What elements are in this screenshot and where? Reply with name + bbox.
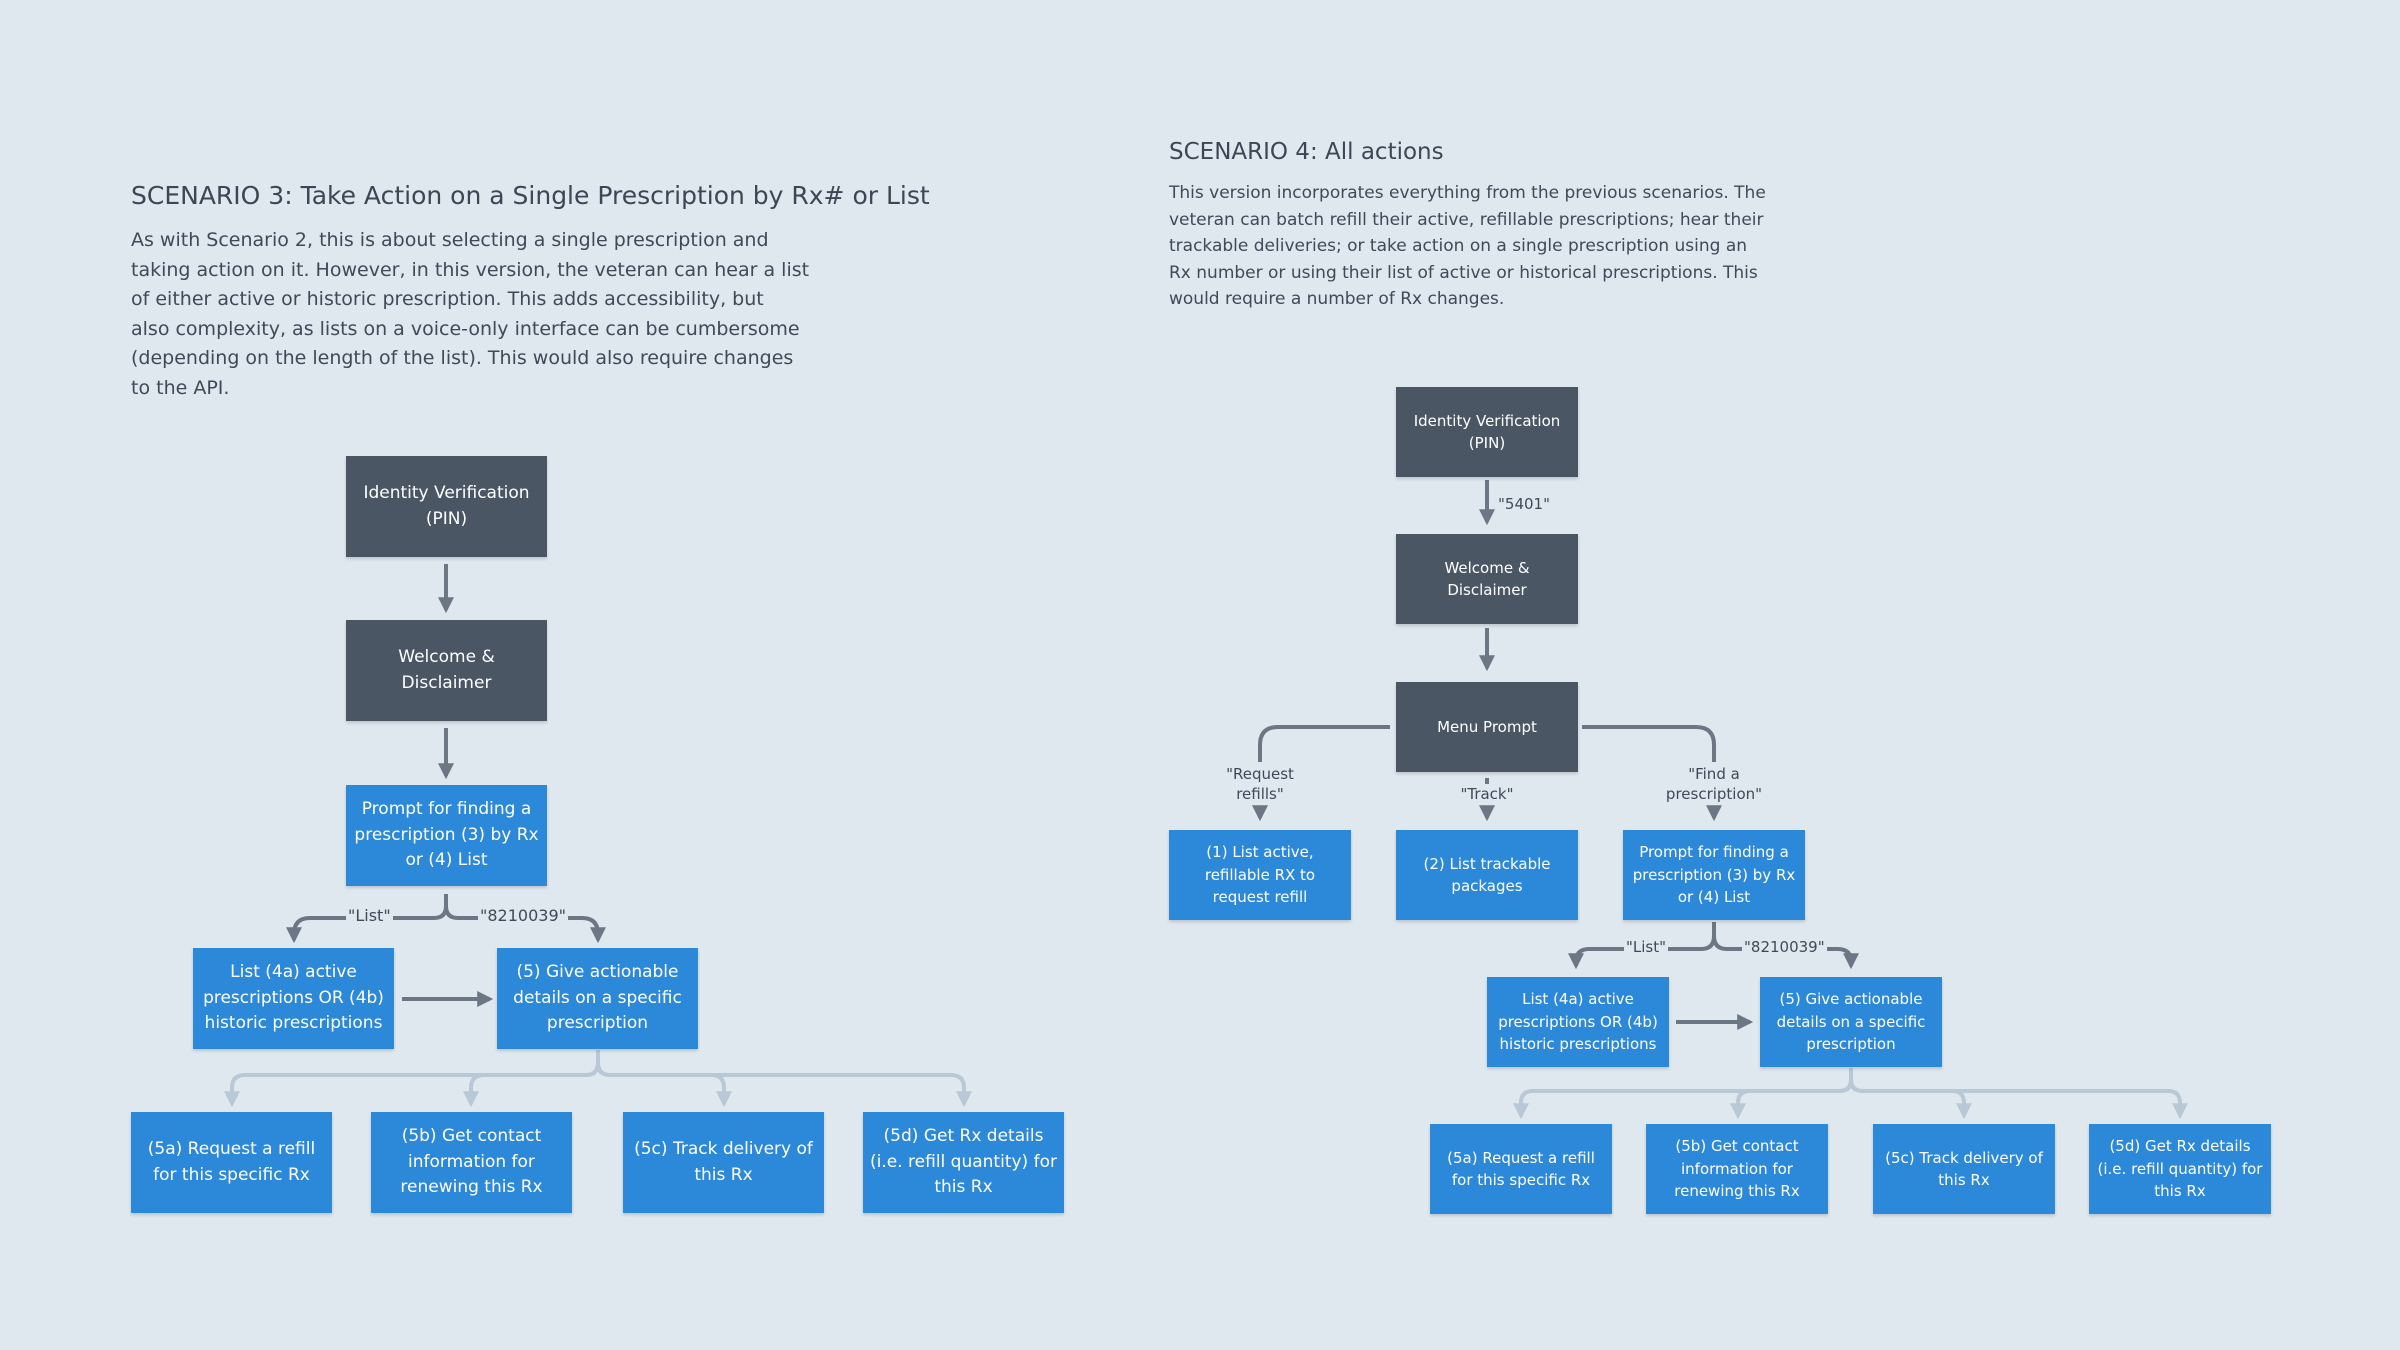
s3-track-node: (5c) Track delivery of this Rx <box>623 1112 824 1213</box>
s4-list-label: "List" <box>1624 937 1669 958</box>
s4-prompt-node: Prompt for finding a prescription (3) by… <box>1623 830 1805 920</box>
s4-track-node: (5c) Track delivery of this Rx <box>1873 1124 2055 1214</box>
s4-refill-node: (5a) Request a refill for this specific … <box>1430 1124 1612 1214</box>
scenario3-title: SCENARIO 3: Take Action on a Single Pres… <box>131 181 930 210</box>
s4-track-label: "Track" <box>1457 784 1517 805</box>
s4-details-rx-node: (5d) Get Rx details (i.e. refill quantit… <box>2089 1124 2271 1214</box>
s4-pin-label: "5401" <box>1496 494 1552 515</box>
s3-details-rx-node: (5d) Get Rx details (i.e. refill quantit… <box>863 1112 1064 1213</box>
s4-refill-list-node: (1) List active, refillable RX to reques… <box>1169 830 1351 920</box>
s4-identity-verification-node: Identity Verification (PIN) <box>1396 387 1578 477</box>
s4-details-node: (5) Give actionable details on a specifi… <box>1760 977 1942 1067</box>
s4-welcome-node: Welcome & Disclaimer <box>1396 534 1578 624</box>
s3-welcome-node: Welcome & Disclaimer <box>346 620 547 721</box>
s4-rx-label: "8210039" <box>1742 937 1827 958</box>
s3-refill-node: (5a) Request a refill for this specific … <box>131 1112 332 1213</box>
s4-contact-node: (5b) Get contact information for renewin… <box>1646 1124 1828 1214</box>
s4-menu-prompt-node: Menu Prompt <box>1396 682 1578 772</box>
s3-prompt-node: Prompt for finding a prescription (3) by… <box>346 785 547 886</box>
s3-details-node: (5) Give actionable details on a specifi… <box>497 948 698 1049</box>
s4-request-refills-label: "Request refills" <box>1220 764 1300 805</box>
s3-list-label: "List" <box>346 905 393 927</box>
s3-rx-label: "8210039" <box>478 905 568 927</box>
scenario4-description: This version incorporates everything fro… <box>1169 183 1766 309</box>
s4-trackable-packages-node: (2) List trackable packages <box>1396 830 1578 920</box>
s3-contact-node: (5b) Get contact information for renewin… <box>371 1112 572 1213</box>
s3-identity-verification-node: Identity Verification (PIN) <box>346 456 547 557</box>
scenario3-light-connectors <box>224 1050 972 1108</box>
scenario3-description: As with Scenario 2, this is about select… <box>131 229 810 399</box>
s4-list-node: List (4a) active prescriptions OR (4b) h… <box>1487 977 1669 1067</box>
s4-find-prescription-label: "Find a prescription" <box>1664 764 1764 805</box>
scenario4-title: SCENARIO 4: All actions <box>1169 139 1444 165</box>
scenario4-light-connectors <box>1513 1068 2188 1120</box>
s3-list-node: List (4a) active prescriptions OR (4b) h… <box>193 948 394 1049</box>
